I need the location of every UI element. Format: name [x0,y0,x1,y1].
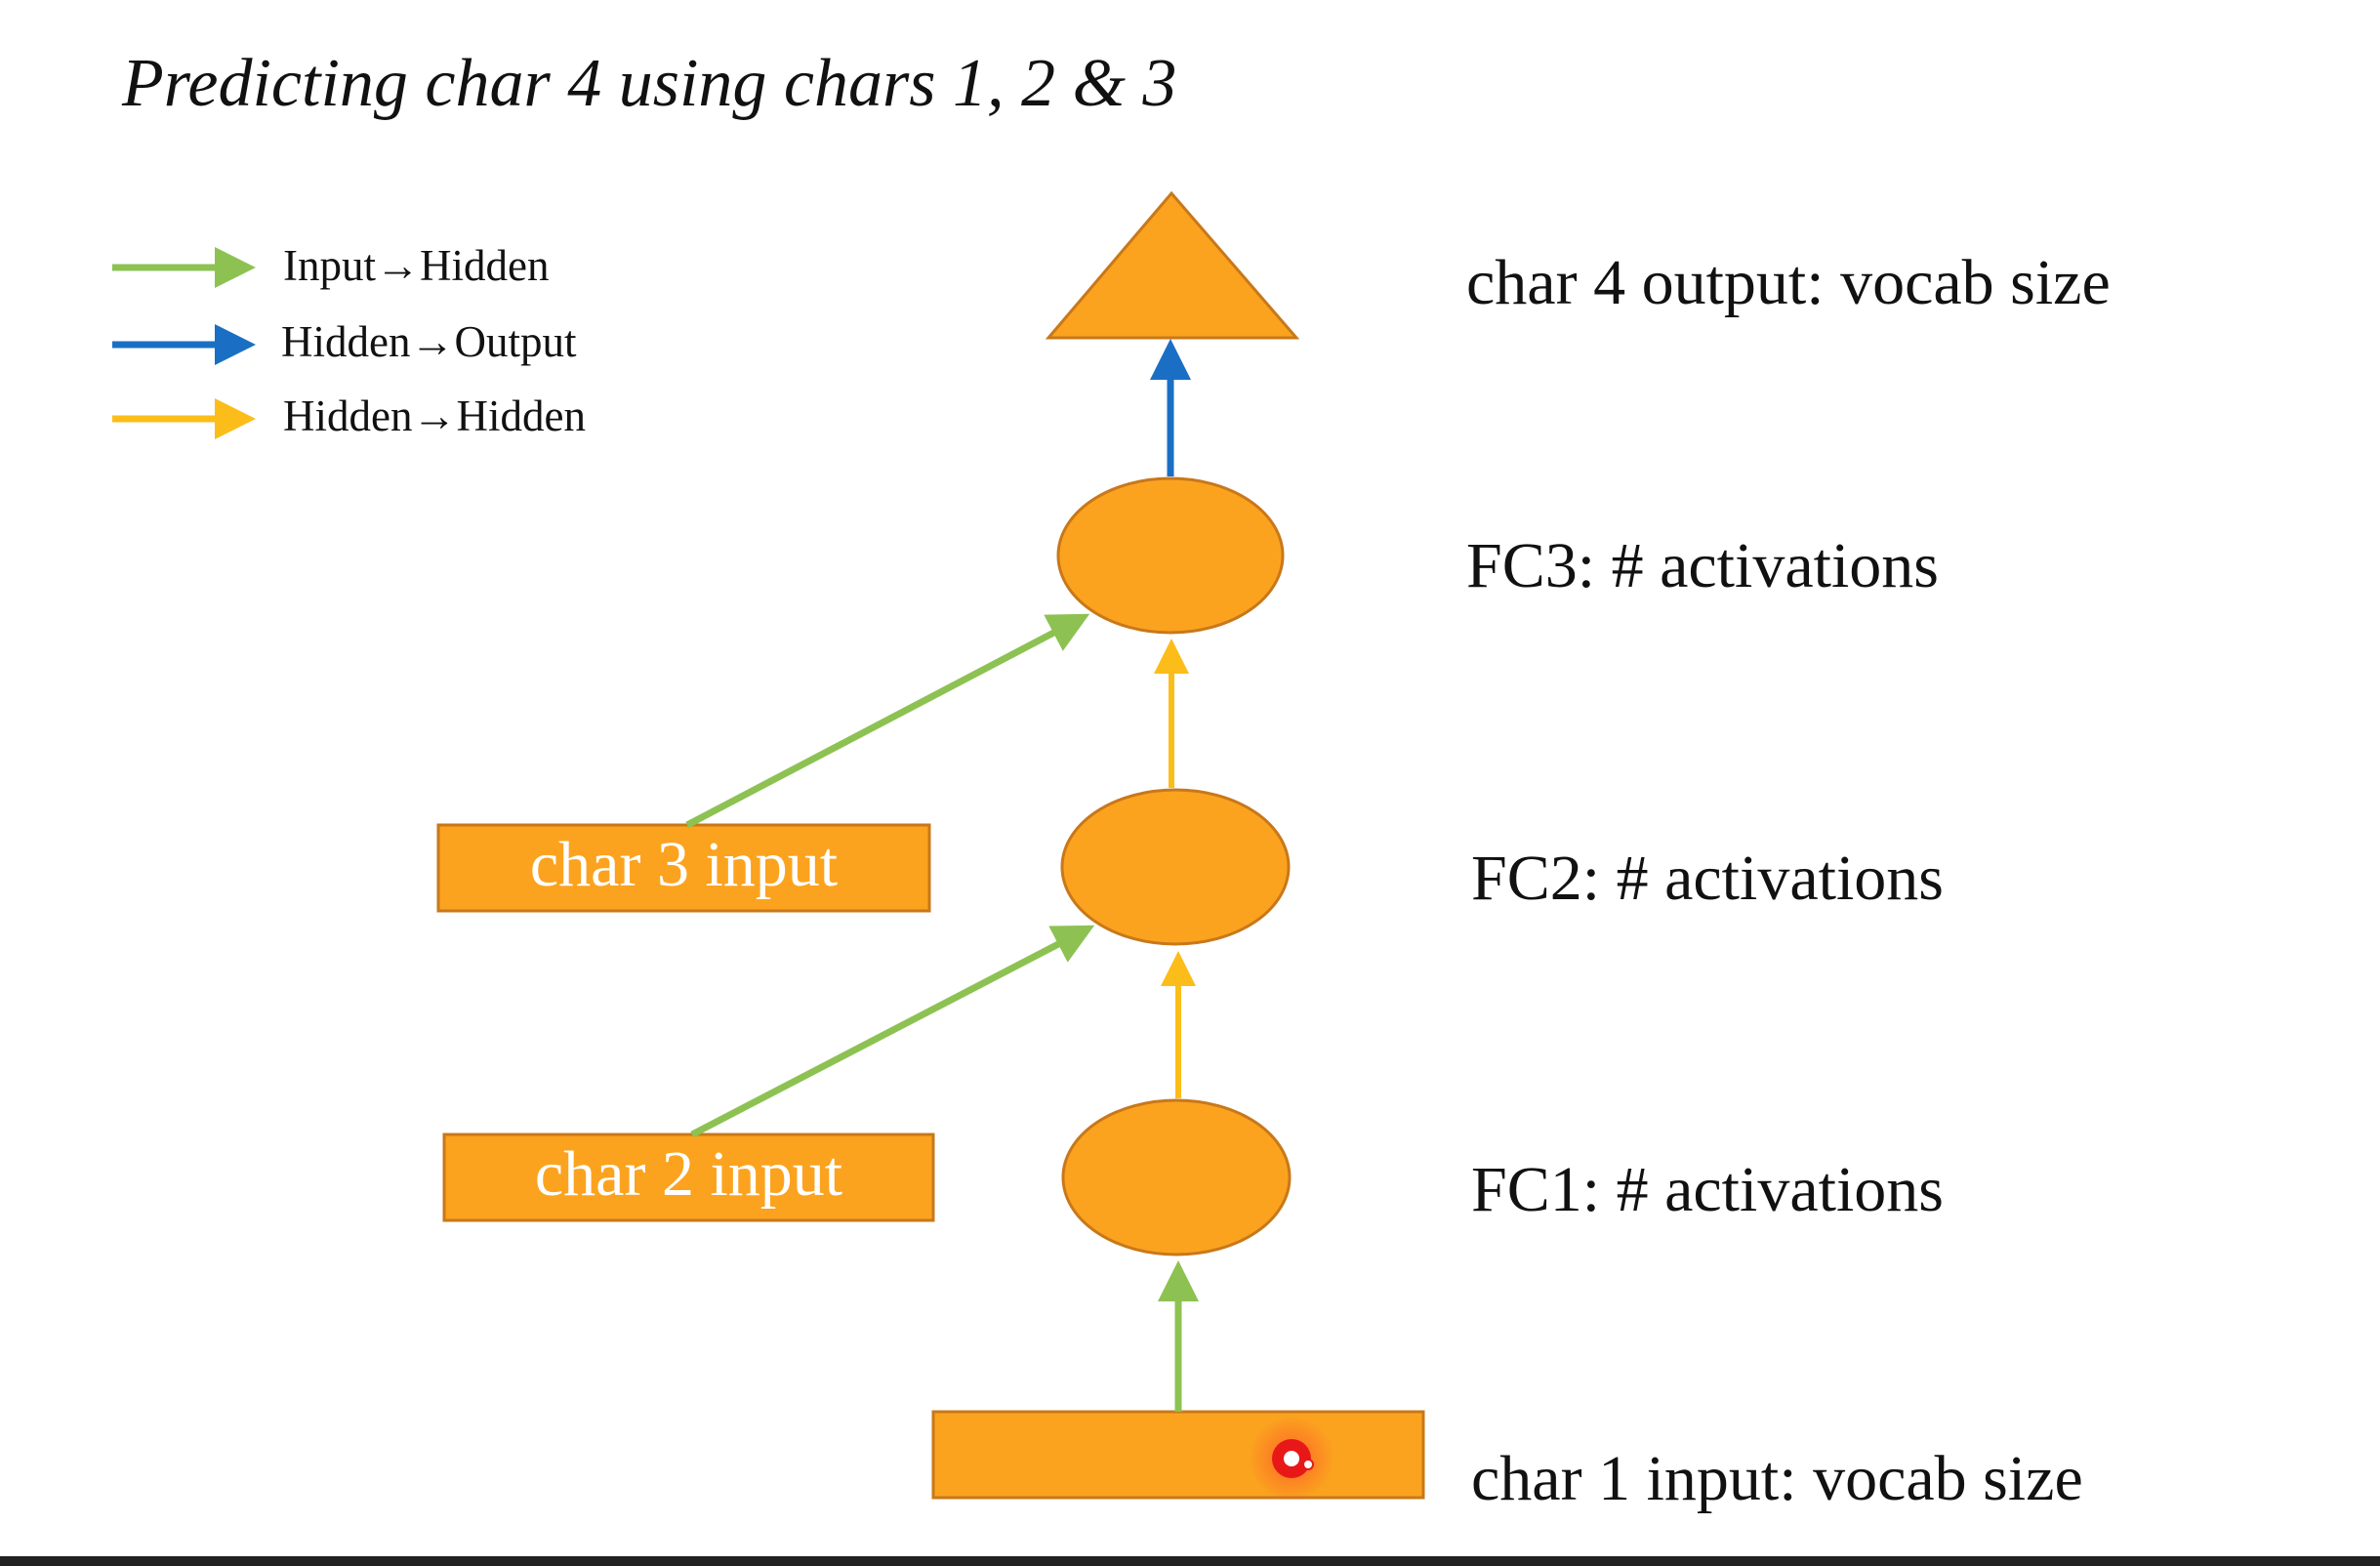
output-triangle [1045,190,1300,340]
legend-label-input-hidden: Input→Hidden [283,241,550,290]
fc3-label: FC3: # activations [1466,530,1939,601]
arrow-char3-to-fc3 [685,613,1090,829]
legend-label-hidden-output: Hidden→Output [281,317,577,366]
fc3-node [1056,476,1285,635]
fc1-node [1061,1098,1292,1257]
char1-input-label: char 1 input: vocab size [1471,1443,2083,1514]
char2-input-box [442,1133,935,1222]
char1-input-box [931,1410,1425,1500]
fc1-label: FC1: # activations [1471,1154,1944,1225]
slide-title: Predicting char 4 using chars 1, 2 & 3 [122,46,1177,121]
fc2-node [1060,788,1291,946]
mouse-cursor-icon [1249,1416,1334,1502]
char3-input-box [436,823,931,913]
bottom-border [0,1556,2380,1566]
char3-input-label: char 3 input [529,829,839,900]
char2-input-label: char 2 input [534,1138,843,1210]
legend-label-hidden-hidden: Hidden→Hidden [283,392,586,440]
output-label: char 4 output: vocab size [1466,247,2111,318]
fc2-label: FC2: # activations [1471,843,1944,914]
arrow-char2-to-fc2 [690,925,1095,1138]
